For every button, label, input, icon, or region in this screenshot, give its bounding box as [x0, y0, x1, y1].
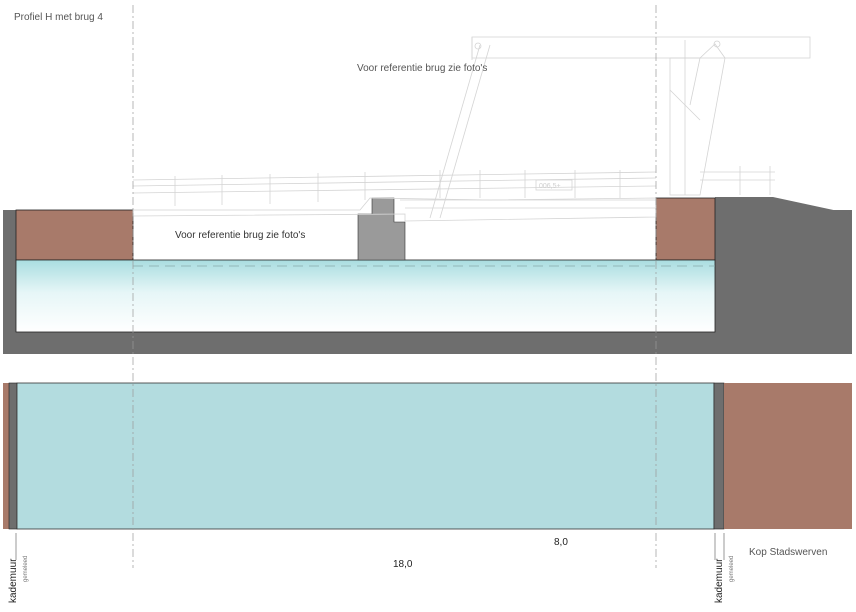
kademuur-right-label: kademuur: [714, 558, 725, 603]
reference-note-mid: Voor referentie brug zie foto's: [175, 230, 306, 241]
bridge-outline: [132, 36, 811, 222]
dimension-partial: 8,0: [554, 537, 568, 548]
plan-quay-right: [724, 383, 852, 529]
plan-wall-left: [8, 382, 18, 530]
kademuur-left-label: kademuur: [8, 558, 19, 603]
water-section: [15, 259, 716, 333]
plan-water: [16, 382, 715, 530]
plan-wall-right: [713, 382, 725, 530]
reference-lines: [132, 5, 657, 568]
bridge-pillar: [357, 197, 406, 261]
dimension-total: 18,0: [393, 559, 413, 570]
bridge-sign-text: 006,5+: [539, 183, 561, 190]
gemeleed-left-label: gemeleed: [23, 555, 29, 582]
reference-note-top: Voor referentie brug zie foto's: [357, 63, 488, 74]
quay-right: [655, 197, 716, 261]
gemeleed-right-label: gemeleed: [729, 555, 735, 582]
kop-stadswerven-label: Kop Stadswerven: [749, 547, 828, 558]
plan-view: [3, 382, 852, 530]
quay-left: [15, 209, 134, 261]
plan-quay-left: [3, 383, 9, 529]
dimension-ticks: [15, 533, 725, 560]
drawing-title: Profiel H met brug 4: [14, 12, 103, 23]
